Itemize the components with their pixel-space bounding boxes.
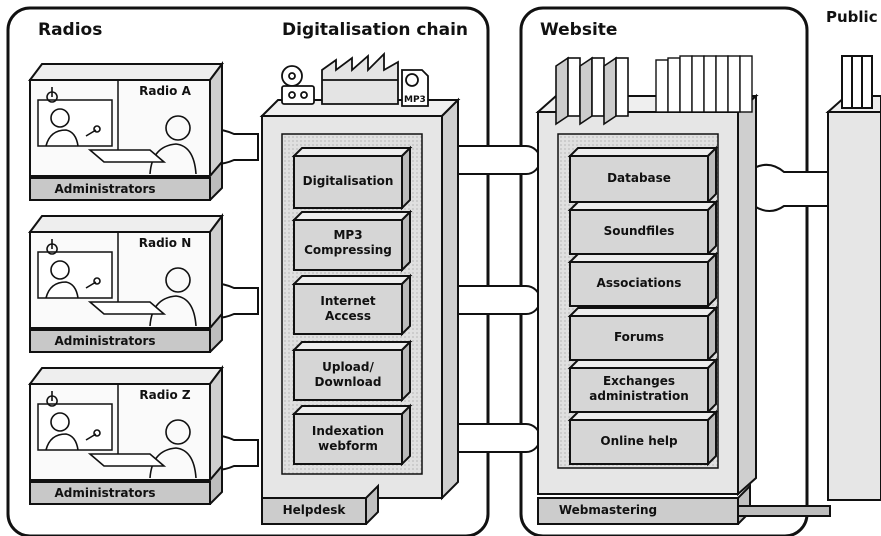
chain-modules [291,145,413,467]
chain-module-label: Digitalisation [302,174,394,188]
webmastering-label: Webmastering [558,503,658,517]
radio-name: Radio Z [139,388,191,402]
radio-figures [45,87,197,479]
admin-label: Administrators [54,334,156,348]
admin-label: Administrators [54,486,156,500]
public-rack [825,55,881,501]
helpdesk-label: Helpdesk [282,503,346,517]
factory-icon [321,51,399,105]
cd-icon [281,65,303,87]
chain-module-label: Internet Access [320,294,376,323]
website-binders-icon [555,56,629,126]
website-section [519,6,809,536]
mp3-file-icon: MP3 [401,69,429,107]
radios-chain-section [6,6,490,536]
radio-name: Radio N [138,236,192,250]
radio-name: Radio A [139,84,191,98]
chain-title: Digitalisation chain [282,20,469,40]
cassette-icon [281,85,315,105]
chain-website-connectors [435,145,541,453]
website-binder-stack-icon [655,55,753,113]
website-module-label: Soundfiles [603,224,675,238]
website-module-label: Online help [600,434,678,448]
svg-text:MP3: MP3 [404,95,426,105]
website-module-label: Database [607,171,671,185]
chain-icon-group: MP3 [281,51,429,107]
website-modules [567,145,719,467]
chain-module-label: Upload/ Download [314,360,382,389]
website-module-label: Exchanges administration [589,374,689,403]
website-module-label: Forums [613,330,665,344]
website-module-label: Associations [596,276,682,290]
chain-module-label: MP3 Compressing [304,228,392,257]
chain-module-label: Indexation webform [311,424,385,453]
website-public-connector [753,163,829,212]
radios-title: Radios [38,20,103,40]
website-title: Website [540,20,618,40]
admin-label: Administrators [54,182,156,196]
webmastering-base [537,483,831,525]
helpdesk-base [261,483,379,525]
public-title: Public [826,8,878,26]
admin-bars [29,159,223,505]
